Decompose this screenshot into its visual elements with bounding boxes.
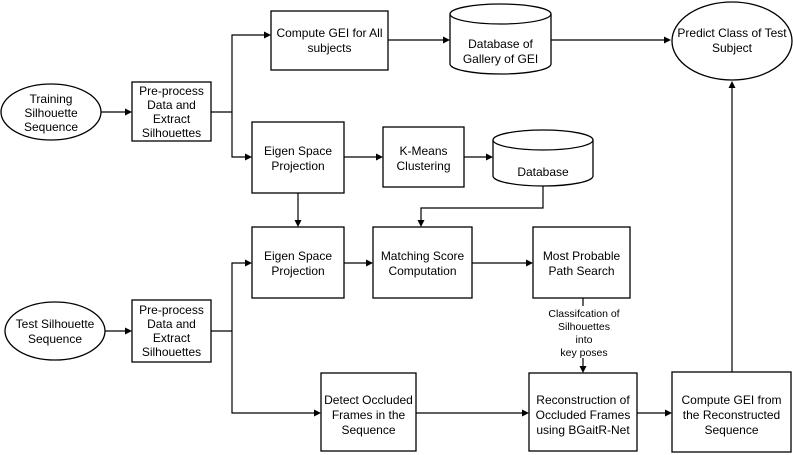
arrowhead xyxy=(664,36,671,44)
arrowhead xyxy=(245,259,252,267)
arrowhead xyxy=(665,409,672,417)
arrowhead xyxy=(366,259,373,267)
arrowhead xyxy=(443,36,450,44)
edge-database-to-matching xyxy=(420,186,544,220)
arrowhead xyxy=(264,31,271,39)
node-database: Database xyxy=(492,129,594,187)
arrowhead xyxy=(125,108,132,116)
arrowhead xyxy=(125,327,132,335)
edge-preprocess-top-to-gei-and-eigen xyxy=(211,34,264,158)
arrowhead xyxy=(728,81,736,88)
arrowhead xyxy=(294,220,302,227)
arrowhead xyxy=(579,366,587,373)
arrowhead xyxy=(522,409,529,417)
arrowhead xyxy=(417,220,425,227)
arrowhead xyxy=(245,153,252,161)
node-label: Database xyxy=(517,165,569,179)
arrowhead xyxy=(526,259,533,267)
arrowhead xyxy=(314,409,321,417)
arrowhead xyxy=(486,153,493,161)
edge-preprocess-bottom-to-eigen-and-detect xyxy=(211,262,314,414)
arrowhead xyxy=(376,153,383,161)
